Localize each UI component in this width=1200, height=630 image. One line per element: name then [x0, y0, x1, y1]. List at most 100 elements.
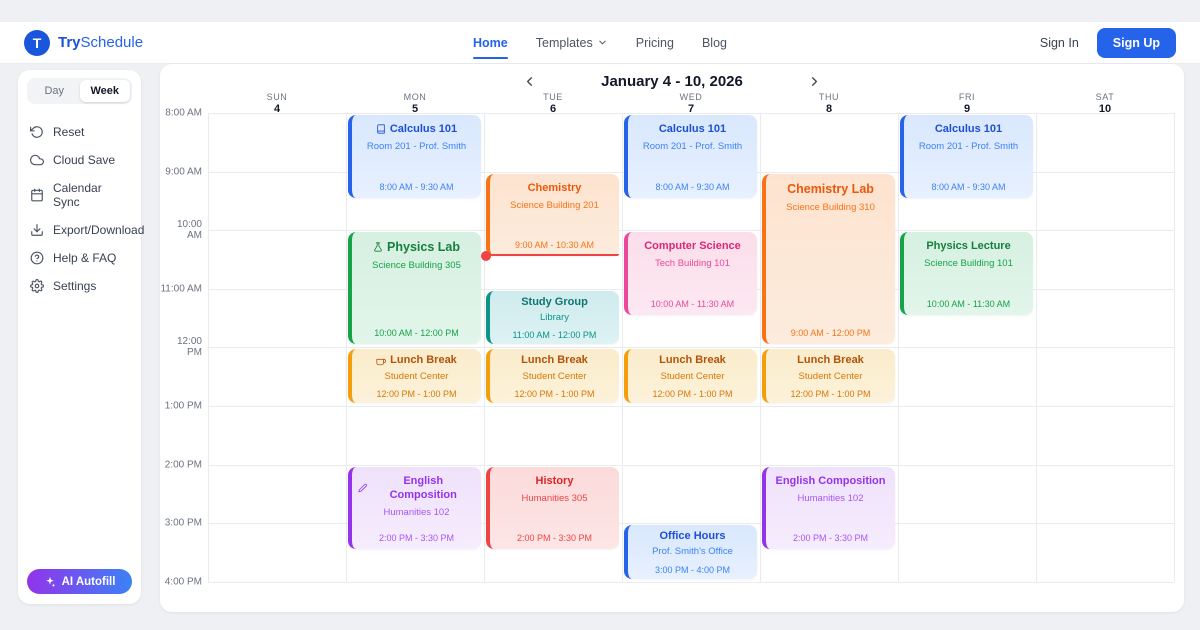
event-location: Humanities 102	[797, 492, 864, 504]
view-toggle-day[interactable]: Day	[44, 85, 65, 97]
brand-logo[interactable]: T TrySchedule	[24, 29, 143, 56]
event-title: English Composition	[358, 474, 475, 503]
event-time: 12:00 PM - 1:00 PM	[376, 388, 457, 399]
sign-in-link[interactable]: Sign In	[1039, 35, 1079, 50]
sidebar-item-help-faq[interactable]: Help & FAQ	[27, 244, 132, 272]
day-name: SUN	[266, 92, 288, 102]
event-title: Lunch Break	[521, 354, 588, 367]
event-history[interactable]: History Humanities 305 2:00 PM - 3:30 PM	[486, 466, 619, 550]
sidebar-item-reset[interactable]: Reset	[27, 118, 132, 146]
event-location: Prof. Smith's Office	[652, 546, 733, 558]
event-time: 12:00 PM - 1:00 PM	[514, 388, 595, 399]
event-physics-lab[interactable]: Physics Lab Science Building 305 10:00 A…	[348, 232, 481, 345]
nav-link-pricing[interactable]: Pricing	[635, 35, 674, 50]
event-title: Computer Science	[644, 240, 741, 253]
event-physics-lecture[interactable]: Physics Lecture Science Building 101 10:…	[900, 232, 1033, 316]
sidebar-item-cloud-save[interactable]: Cloud Save	[27, 146, 132, 174]
grid-column-line	[1174, 113, 1175, 582]
event-chemistry-lab[interactable]: Chemistry Lab Science Building 310 9:00 …	[762, 173, 895, 345]
event-location: Room 201 - Prof. Smith	[918, 141, 1019, 153]
event-time: 11:00 AM - 12:00 PM	[512, 330, 597, 341]
event-english-composition[interactable]: English Composition Humanities 102 2:00 …	[762, 466, 895, 550]
day-header-tue: TUE 6	[484, 92, 622, 115]
sign-up-button[interactable]: Sign Up	[1096, 27, 1176, 58]
event-title: Lunch Break	[659, 354, 726, 367]
time-label: 8:00 AM	[165, 107, 202, 119]
event-title: Lunch Break	[797, 354, 864, 367]
day-number: 7	[687, 103, 695, 115]
sidebar-item-label: Settings	[53, 279, 97, 293]
day-number: 8	[825, 103, 833, 115]
event-title: Chemistry	[527, 181, 582, 194]
event-resize-handle[interactable]	[481, 251, 491, 262]
sidebar-item-calendar-sync[interactable]: Calendar Sync	[27, 174, 132, 216]
day-name: SAT	[1095, 92, 1115, 102]
event-chemistry[interactable]: Chemistry Science Building 201 9:00 AM -…	[481, 173, 619, 262]
event-lunch-break[interactable]: Lunch Break Student Center 12:00 PM - 1:…	[348, 349, 481, 403]
day-header-fri: FRI 9	[898, 92, 1036, 115]
day-header-thu: THU 8	[760, 92, 898, 115]
sidebar-item-settings[interactable]: Settings	[27, 272, 132, 300]
grid-column-line	[484, 113, 485, 582]
calendar-card: January 4 - 10, 2026 SUN 4 MON 5 TUE 6 W…	[160, 64, 1184, 612]
event-title: English Composition	[775, 474, 886, 487]
event-lunch-break[interactable]: Lunch Break Student Center 12:00 PM - 1:…	[486, 349, 619, 403]
event-calculus-101[interactable]: Calculus 101 Room 201 - Prof. Smith 8:00…	[624, 115, 757, 198]
grid-hour-line	[208, 347, 1174, 349]
event-resize-line[interactable]	[490, 254, 619, 257]
event-location: Science Building 201	[510, 199, 599, 211]
event-office-hours[interactable]: Office Hours Prof. Smith's Office 3:00 P…	[624, 525, 757, 579]
grid-column-line	[898, 113, 899, 582]
time-label: 3:00 PM	[164, 517, 202, 529]
pen-icon	[358, 483, 367, 493]
cloud-icon	[30, 154, 44, 166]
day-headers: SUN 4 MON 5 TUE 6 WED 7 THU 8 FRI 9 SAT …	[160, 92, 1184, 115]
event-title: Calculus 101	[934, 123, 1003, 135]
nav-link-blog[interactable]: Blog	[701, 35, 727, 50]
top-nav: T TrySchedule Home Templates Pricing Blog S…	[0, 22, 1200, 64]
next-week-button[interactable]	[805, 72, 824, 91]
view-toggle: Day Week	[27, 78, 132, 104]
event-calculus-101[interactable]: Calculus 101 Room 201 - Prof. Smith 8:00…	[348, 115, 481, 198]
grid-hour-line	[208, 406, 1174, 407]
nav-right: Sign In Sign Up	[1039, 27, 1176, 58]
sidebar-item-label: Cloud Save	[53, 153, 116, 167]
event-location: Science Building 101	[924, 258, 1013, 270]
time-label: 1:00 PM	[164, 400, 202, 412]
event-computer-science[interactable]: Computer Science Tech Building 101 10:00…	[624, 232, 757, 316]
grid-column-line	[1036, 113, 1037, 582]
prev-week-button[interactable]	[520, 72, 539, 91]
event-calculus-101[interactable]: Calculus 101 Room 201 - Prof. Smith 8:00…	[900, 115, 1033, 198]
day-name: TUE	[543, 92, 563, 102]
event-english-composition[interactable]: English Composition Humanities 102 2:00 …	[348, 466, 481, 550]
logo-icon: T	[24, 29, 50, 56]
view-toggle-week[interactable]: Week	[79, 80, 130, 102]
sparkles-icon	[45, 576, 55, 587]
nav-link-home[interactable]: Home	[473, 35, 508, 59]
nav-link-templates[interactable]: Templates	[536, 36, 608, 50]
day-number: 10	[1098, 103, 1112, 115]
event-location: Room 201 - Prof. Smith	[642, 141, 743, 153]
chevron-right-icon	[811, 76, 817, 86]
download-icon	[31, 224, 43, 236]
day-name: FRI	[958, 92, 976, 102]
calendar-header: January 4 - 10, 2026	[160, 70, 1184, 92]
reset-icon	[30, 126, 43, 138]
grid-hour-line	[208, 581, 1174, 583]
event-title: Study Group	[521, 295, 588, 308]
day-header-sat: SAT 10	[1036, 92, 1174, 115]
event-location: Humanities 102	[383, 507, 450, 519]
time-label: 4:00 PM	[164, 576, 202, 588]
sidebar-item-export-download[interactable]: Export/Download	[27, 216, 144, 244]
time-label: 2:00 PM	[164, 459, 202, 471]
flask-icon	[374, 242, 382, 252]
calendar-icon	[31, 188, 43, 202]
event-study-group[interactable]: Study Group Library 11:00 AM - 12:00 PM	[486, 290, 619, 345]
event-lunch-break[interactable]: Lunch Break Student Center 12:00 PM - 1:…	[624, 349, 757, 403]
ai-autofill-button[interactable]: AI Autofill	[27, 569, 132, 594]
day-number: 4	[273, 103, 281, 115]
event-lunch-break[interactable]: Lunch Break Student Center 12:00 PM - 1:…	[762, 349, 895, 403]
event-location: Student Center	[660, 370, 725, 382]
